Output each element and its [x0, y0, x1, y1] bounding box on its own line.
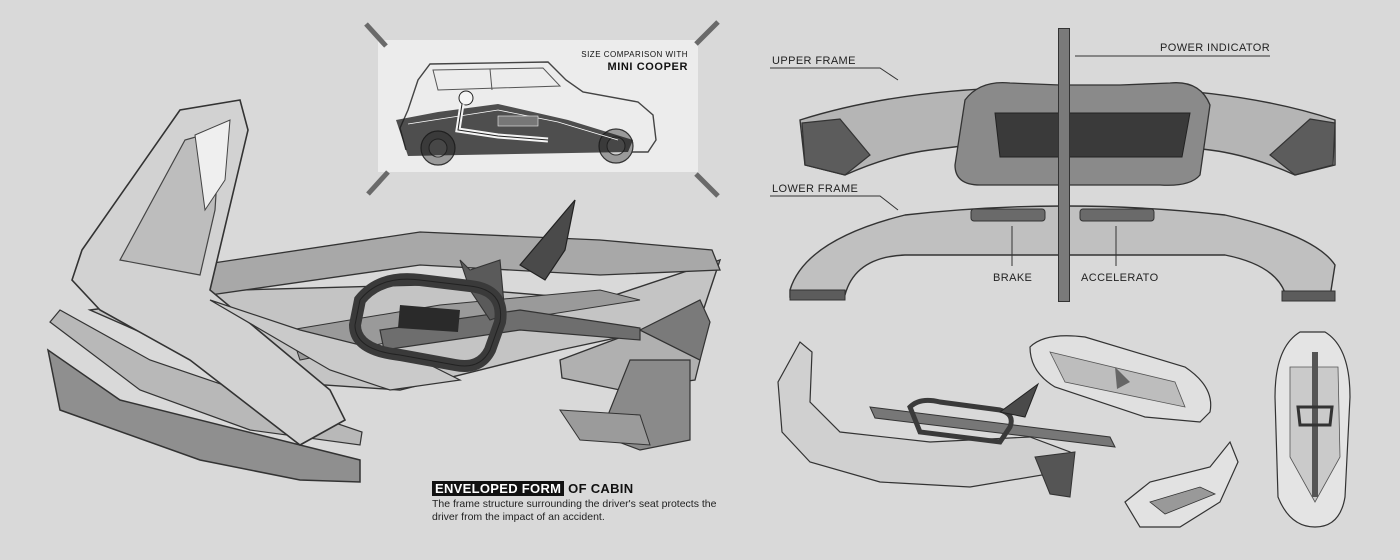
caption-title-rest: OF CABIN	[564, 481, 634, 496]
mini-cooper-sketch	[396, 61, 657, 166]
cabin-perspective-sketch	[46, 99, 722, 483]
thumbnail-views-sketch	[777, 331, 1351, 528]
cabin-caption: ENVELOPED FORM OF CABIN The frame struct…	[432, 481, 732, 524]
power-indicator-label: POWER INDICATOR	[1160, 42, 1271, 54]
accelerator-label: ACCELERATO	[1081, 272, 1159, 284]
upper-frame-label: UPPER FRAME	[772, 55, 856, 67]
caption-highlight: ENVELOPED FORM	[432, 481, 565, 496]
comparison-title: MINI COOPER	[607, 61, 688, 73]
lower-frame-label: LOWER FRAME	[772, 183, 859, 195]
power-indicator-rod	[1058, 28, 1070, 302]
caption-body: The frame structure surrounding the driv…	[432, 498, 717, 523]
size-comparison-panel: SIZE COMPARISON WITH MINI COOPER	[378, 40, 698, 172]
comparison-subtitle: SIZE COMPARISON WITH	[581, 50, 688, 59]
caption-title: ENVELOPED FORM OF CABIN	[432, 481, 732, 496]
brake-label: BRAKE	[993, 272, 1033, 284]
upper-frame-sketch	[799, 81, 1336, 186]
